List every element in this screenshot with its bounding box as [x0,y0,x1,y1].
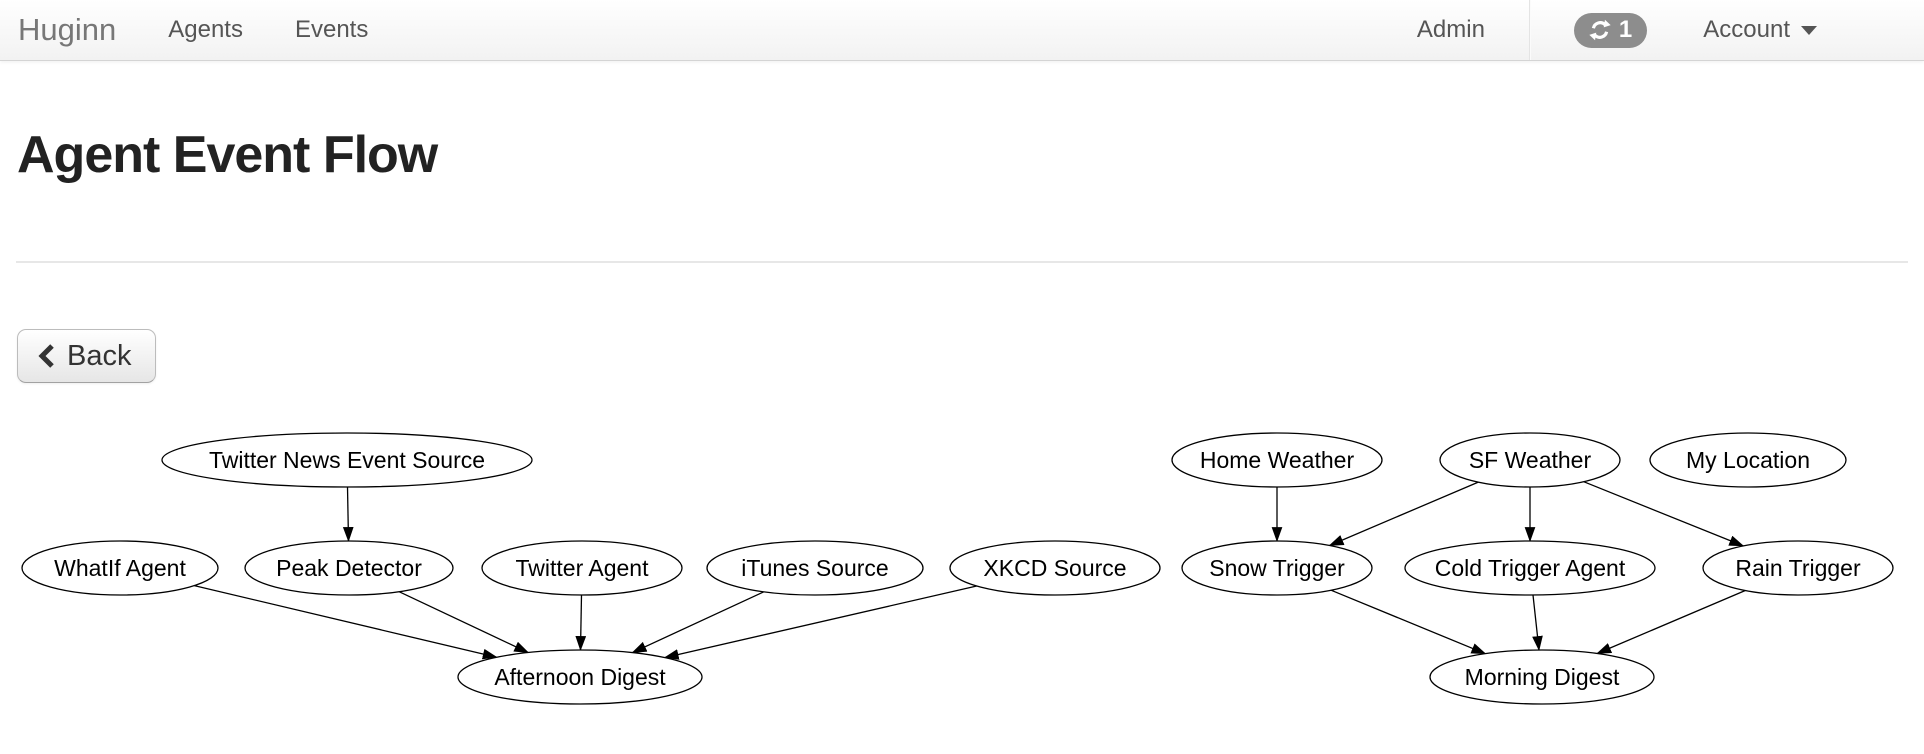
graph-node-peak: Peak Detector [244,540,454,596]
nav-item-admin[interactable]: Admin [1416,16,1485,43]
graph-node-ellipse [1181,540,1373,596]
graph-edge-rain-morning [1596,589,1746,655]
navbar: Huginn Agents Events Admin 1 Account [0,0,1924,61]
brand-link[interactable]: Huginn [18,12,117,47]
graph-node-label: XKCD Source [983,555,1126,581]
graph-node-label: SF Weather [1469,447,1592,473]
back-button-label: Back [67,339,132,372]
navbar-right: Admin 1 Account [1417,0,1817,60]
graph-node-ellipse [1649,432,1847,488]
graph-node-xkcd: XKCD Source [949,540,1161,596]
graph-node-label: Twitter News Event Source [209,447,485,473]
graph-edge-whatif-afternoon [194,584,498,660]
graph-node-myloc: My Location [1649,432,1847,488]
graph-edge-sf-snow [1328,481,1479,547]
graph-edge-tnes-peak [342,486,354,543]
graph-node-snow: Snow Trigger [1181,540,1373,596]
graph-node-itunes: iTunes Source [706,540,924,596]
nav-item-agents[interactable]: Agents [168,16,243,43]
graph-node-ellipse [161,432,533,488]
graph-edge-xkcd-afternoon [663,585,977,660]
graph-node-ellipse [1439,432,1621,488]
graph-node-whatif: WhatIf Agent [21,540,219,596]
graph-node-label: Morning Digest [1465,664,1620,690]
graph-node-sf: SF Weather [1439,432,1621,488]
graph-edge-peak-afternoon [398,591,530,654]
graph-node-morning: Morning Digest [1429,649,1655,705]
nav-item-events[interactable]: Events [294,16,369,43]
page-title: Agent Event Flow [17,126,438,184]
graph-node-ellipse [706,540,924,596]
header-divider [16,261,1908,263]
refresh-icon [1588,19,1611,41]
graph-node-ellipse [949,540,1161,596]
graph-node-ellipse [1429,649,1655,705]
graph-node-label: Home Weather [1200,447,1355,473]
chevron-left-icon [38,343,55,369]
graph-node-ellipse [244,540,454,596]
main-nav: Agents Events [116,0,368,60]
graph-node-ellipse [481,540,683,596]
back-button[interactable]: Back [17,329,157,383]
graph-node-ellipse [21,540,219,596]
account-menu[interactable]: Account [1703,16,1817,44]
badge-count: 1 [1618,16,1633,43]
graph-node-label: Peak Detector [276,555,422,581]
graph-node-label: Cold Trigger Agent [1435,555,1626,581]
graph-node-home: Home Weather [1171,432,1383,488]
event-count-badge[interactable]: 1 [1573,12,1648,48]
graph-node-label: My Location [1686,447,1810,473]
graph-node-label: Snow Trigger [1209,555,1345,581]
caret-down-icon [1801,25,1817,35]
graph-node-ellipse [457,649,703,705]
graph-node-label: Afternoon Digest [494,664,666,690]
graph-node-tnes: Twitter News Event Source [161,432,533,488]
navbar-divider [1528,0,1530,60]
graph-node-ellipse [1404,540,1656,596]
graph-node-afternoon: Afternoon Digest [457,649,703,705]
account-label: Account [1703,16,1790,43]
graph-node-ellipse [1702,540,1894,596]
agent-event-flow-graph: Twitter News Event Source Home Weather SF … [0,415,1924,745]
graph-node-label: iTunes Source [741,555,888,581]
graph-node-label: WhatIf Agent [54,555,186,581]
graph-node-ellipse [1171,432,1383,488]
graph-node-twagent: Twitter Agent [481,540,683,596]
graph-edge-twagent-afternoon [575,594,587,652]
graph-node-label: Twitter Agent [516,555,650,581]
graph-node-rain: Rain Trigger [1702,540,1894,596]
graph-node-cold: Cold Trigger Agent [1404,540,1656,596]
graph-edge-snow-morning [1330,589,1487,655]
graph-node-label: Rain Trigger [1735,555,1861,581]
graph-edge-cold-morning [1532,594,1543,652]
graph-edge-itunes-afternoon [631,591,765,654]
graph-edge-sf-rain [1583,481,1745,547]
